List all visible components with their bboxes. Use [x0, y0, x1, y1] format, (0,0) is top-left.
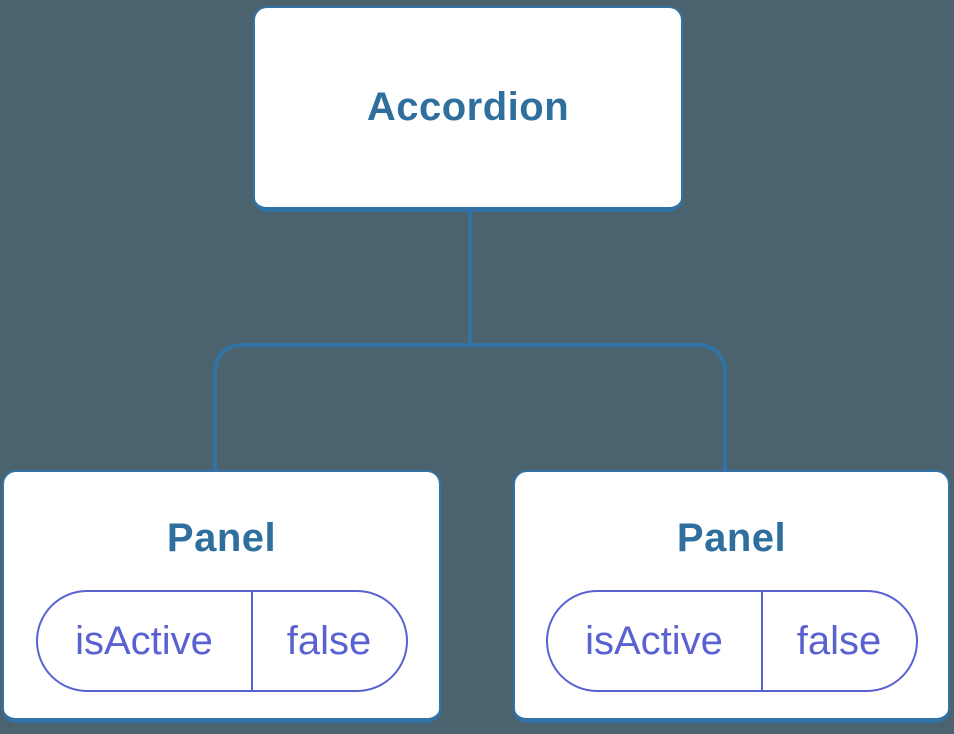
node-panel-right-label: Panel [676, 516, 787, 560]
state-pill: isActive false [545, 590, 918, 692]
state-value: false [796, 618, 882, 663]
node-panel-left: Panel isActive false [2, 470, 441, 723]
state-name: isActive [548, 592, 763, 690]
connector-stem-line [468, 210, 472, 344]
node-panel-left-label: Panel [166, 516, 277, 560]
state-pill: isActive false [35, 590, 408, 692]
node-accordion: Accordion [253, 6, 683, 212]
state-value: false [286, 618, 372, 663]
connector-branch-line [213, 343, 727, 471]
node-accordion-label: Accordion [366, 85, 570, 129]
node-panel-right: Panel isActive false [513, 470, 950, 723]
state-name: isActive [38, 592, 253, 690]
